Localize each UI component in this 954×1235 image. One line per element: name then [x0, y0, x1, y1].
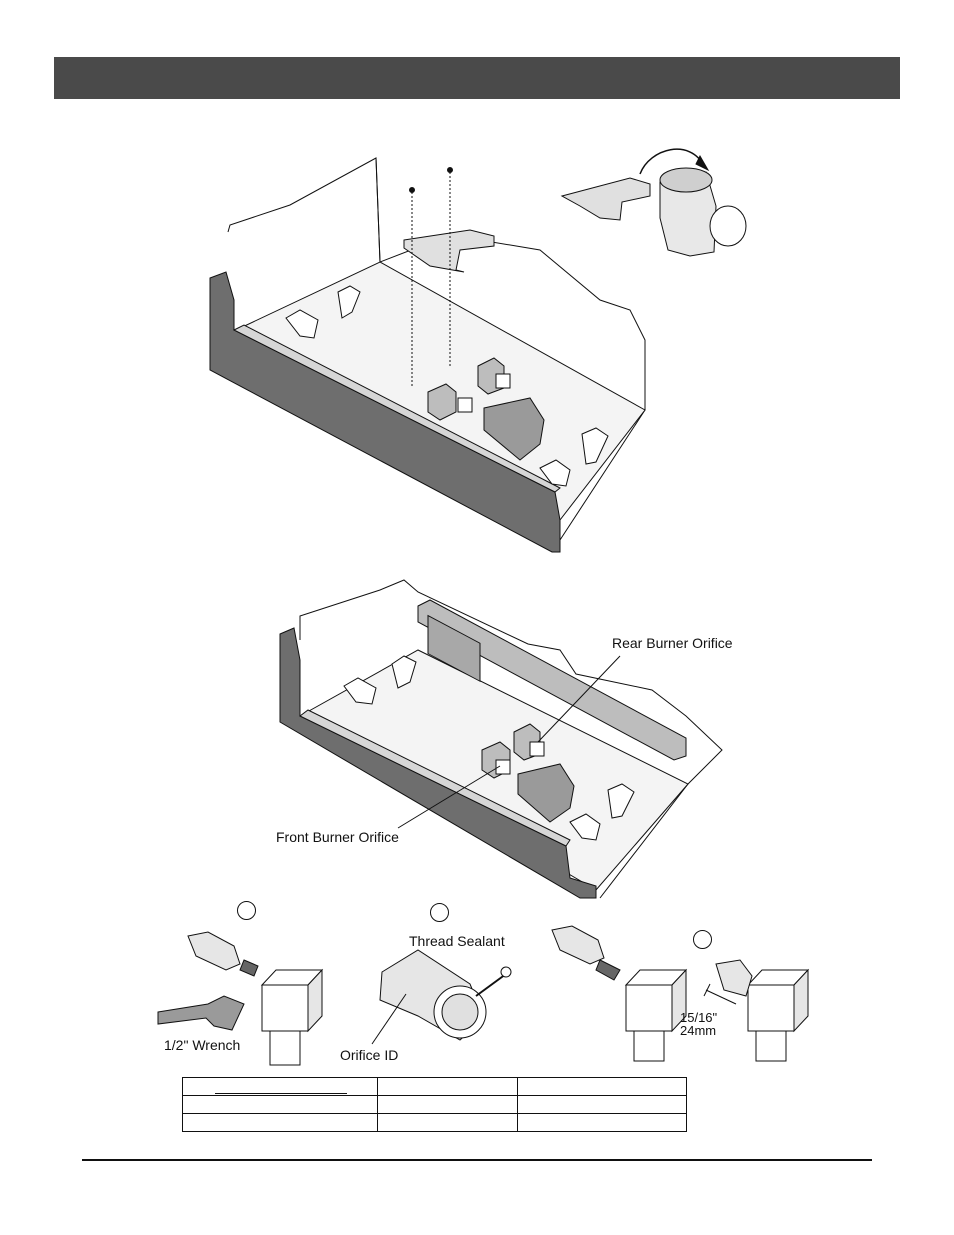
- header-bar: [54, 57, 900, 99]
- footer-rule: [82, 1159, 872, 1161]
- table-cell: [517, 1113, 687, 1132]
- table-row: [182, 1095, 687, 1114]
- table-cell: [377, 1095, 518, 1114]
- rear-burner-orifice-label: Rear Burner Orifice: [612, 635, 733, 651]
- step-marker-c: [693, 930, 712, 949]
- table-cell: [517, 1095, 687, 1114]
- table-heading-underline: [215, 1093, 347, 1094]
- table-cell: [517, 1077, 687, 1096]
- firebox-orifice-figure: [279, 579, 723, 899]
- wrench-size-label: 1/2" Wrench: [164, 1037, 241, 1053]
- table-cell: [182, 1095, 378, 1114]
- orifice-spec-table: [182, 1077, 687, 1132]
- orifice-steps-figure: [157, 925, 810, 1066]
- table-cell: [182, 1113, 378, 1132]
- thread-sealant-label: Thread Sealant: [409, 933, 505, 949]
- table-cell: [377, 1077, 518, 1096]
- front-burner-orifice-label: Front Burner Orifice: [276, 829, 399, 845]
- table-row: [182, 1113, 687, 1132]
- dimension-imperial-label: 15/16": [680, 1010, 718, 1025]
- orifice-id-label: Orifice ID: [340, 1047, 399, 1063]
- table-cell: [377, 1113, 518, 1132]
- step-marker-a: [237, 901, 256, 920]
- dimension-metric-label: 24mm: [680, 1023, 717, 1038]
- step-marker-b: [430, 903, 449, 922]
- firebox-top-figure: [209, 148, 747, 553]
